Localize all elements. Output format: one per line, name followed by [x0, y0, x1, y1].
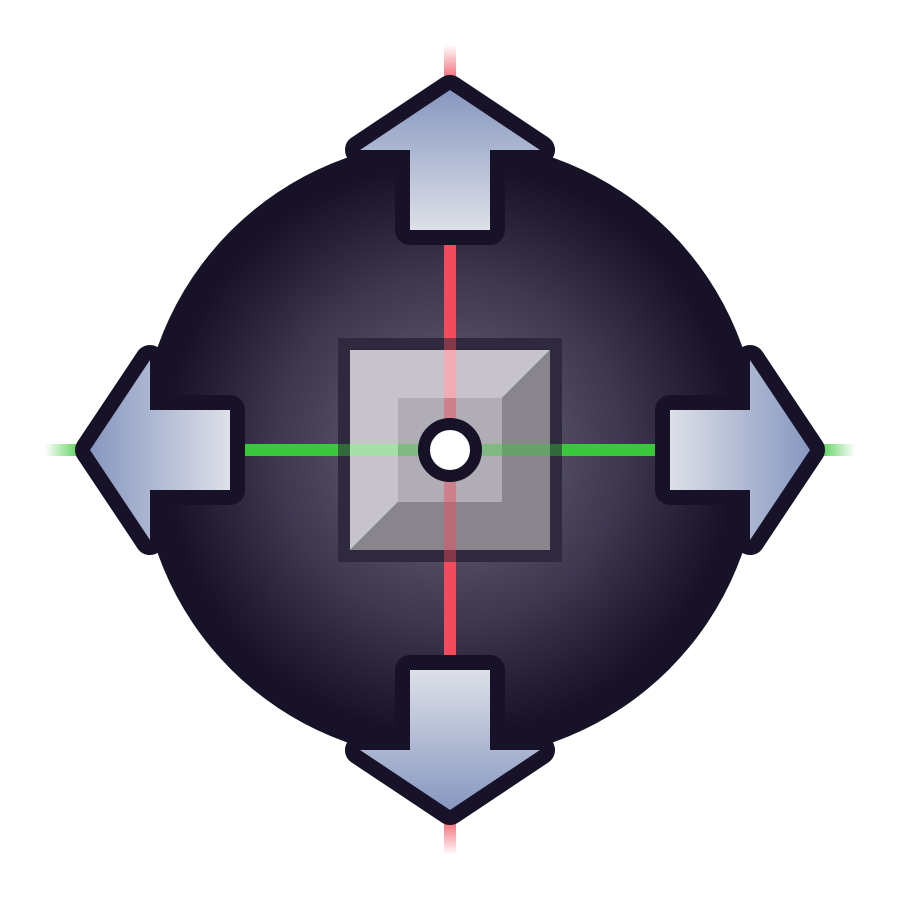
arrow-up-icon[interactable] — [345, 75, 555, 245]
center-handle-icon[interactable] — [338, 338, 562, 562]
arrow-right-icon[interactable] — [655, 345, 825, 555]
arrow-left-icon[interactable] — [75, 345, 245, 555]
arrow-down-icon[interactable] — [345, 655, 555, 825]
pivot-point-icon[interactable] — [418, 418, 482, 482]
